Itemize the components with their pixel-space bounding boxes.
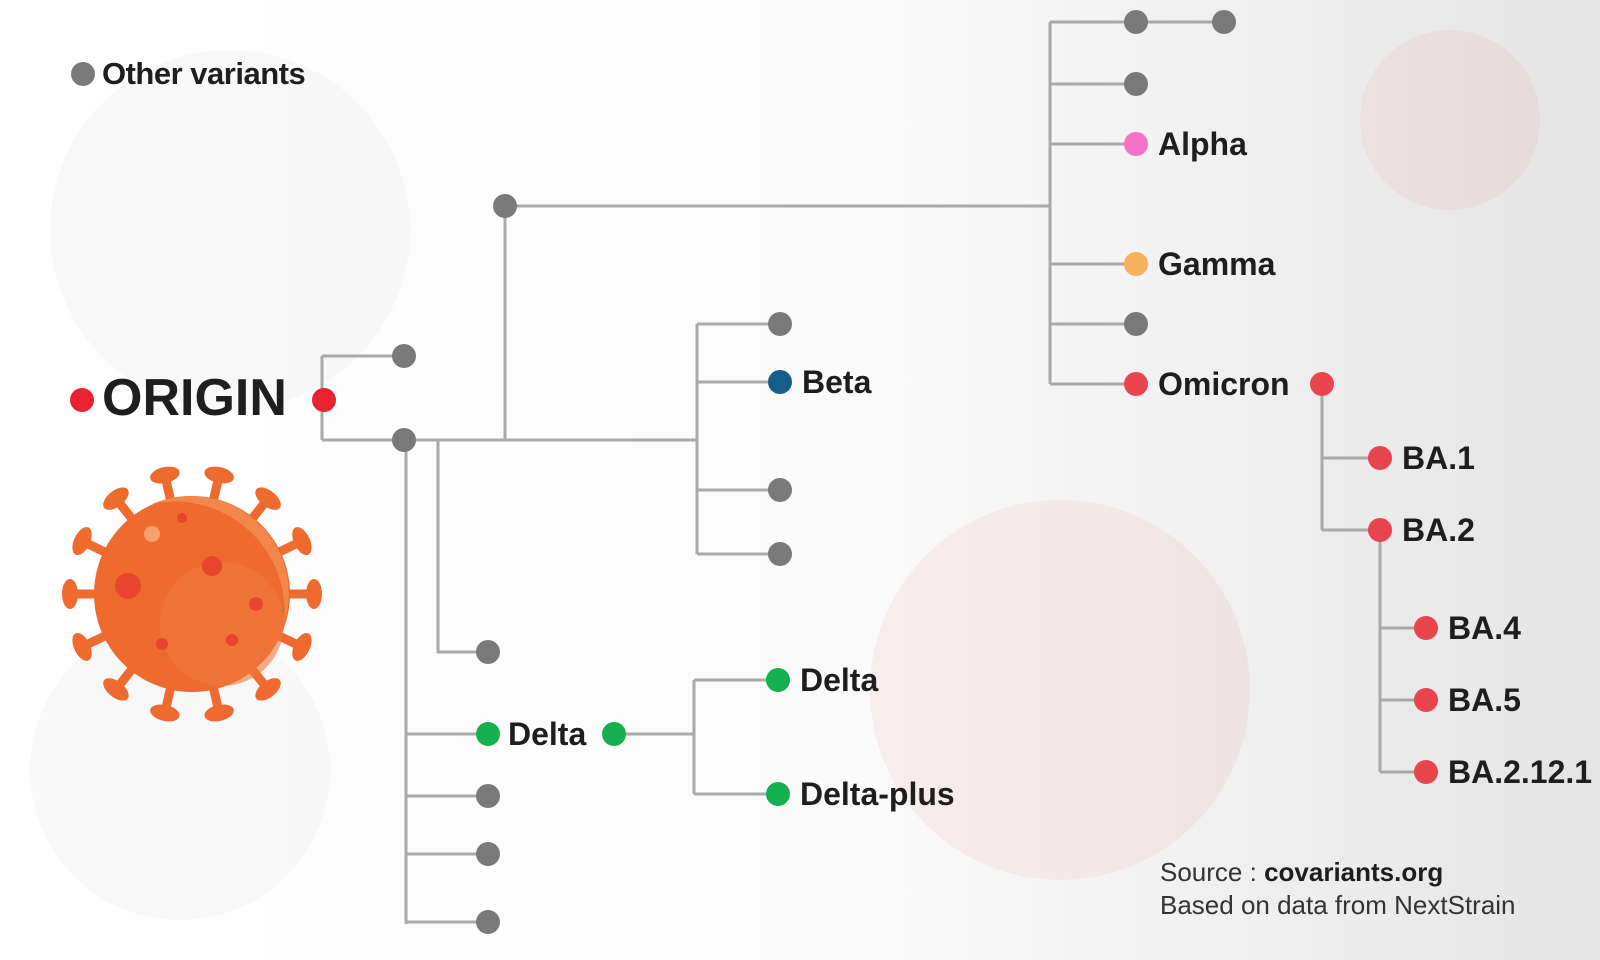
background-virus-watermark xyxy=(870,30,1540,880)
ba2-node xyxy=(1368,518,1392,542)
source-line-1: Source : covariants.org xyxy=(1160,856,1516,889)
source-site: covariants.org xyxy=(1264,857,1444,887)
delta-node xyxy=(476,722,500,746)
virus-spike-tip xyxy=(204,466,234,484)
beta-label: Beta xyxy=(802,364,872,400)
other-variant-nodes xyxy=(392,10,1236,934)
virus-spike-tip xyxy=(103,678,129,701)
other-variant-node xyxy=(768,312,792,336)
background-virus-watermark-grey xyxy=(30,50,410,920)
delta-plus-label: Delta-plus xyxy=(800,776,955,812)
ba4-label: BA.4 xyxy=(1448,610,1521,646)
other-variant-node xyxy=(392,428,416,452)
origin-right-node xyxy=(312,388,336,412)
other-variant-node xyxy=(476,842,500,866)
other-variant-node xyxy=(1124,312,1148,336)
beta-node xyxy=(768,370,792,394)
delta-right-node xyxy=(602,722,626,746)
virus-spike-tip xyxy=(255,678,281,701)
ba1-node xyxy=(1368,446,1392,470)
virus-spike-tip xyxy=(292,527,312,556)
gamma-node xyxy=(1124,252,1148,276)
source-prefix: Source : xyxy=(1160,857,1265,887)
other-variant-node xyxy=(493,194,517,218)
virus-spike-tip xyxy=(103,487,129,510)
virus-spike-tip xyxy=(72,632,92,661)
other-variant-node xyxy=(392,344,416,368)
alpha-label: Alpha xyxy=(1158,126,1247,162)
origin-left-node xyxy=(70,388,94,412)
virus-spike-tip xyxy=(150,466,180,484)
delta-plus-node xyxy=(766,782,790,806)
virus-spike-tip xyxy=(255,487,281,510)
ba2-label: BA.2 xyxy=(1402,512,1475,548)
other-variant-node xyxy=(1124,10,1148,34)
delta-label: Delta xyxy=(508,716,587,752)
virus-spike-tip xyxy=(204,704,234,722)
delta-sub-label: Delta xyxy=(800,662,879,698)
alpha-node xyxy=(1124,132,1148,156)
omicron-right-node xyxy=(1310,372,1334,396)
omicron-node xyxy=(1124,372,1148,396)
origin-label: ORIGIN xyxy=(102,369,287,427)
delta-sub-node xyxy=(766,668,790,692)
other-variant-node xyxy=(1212,10,1236,34)
other-variant-node xyxy=(476,640,500,664)
ba2121-node xyxy=(1414,760,1438,784)
virus-spike-tip xyxy=(292,632,312,661)
virus-spike-tip xyxy=(61,579,78,609)
other-variant-node xyxy=(476,910,500,934)
ba5-label: BA.5 xyxy=(1448,682,1521,718)
other-variant-node xyxy=(768,542,792,566)
ba2121-label: BA.2.12.1 xyxy=(1448,754,1593,790)
ba4-node xyxy=(1414,616,1438,640)
named-variant-nodes xyxy=(70,132,1438,806)
virus-illustration xyxy=(61,466,322,722)
virus-spike-tip xyxy=(150,704,180,722)
omicron-label: Omicron xyxy=(1158,366,1290,402)
other-variant-node xyxy=(1124,72,1148,96)
gamma-label: Gamma xyxy=(1158,246,1276,282)
other-variant-node xyxy=(476,784,500,808)
source-note: Source : covariants.org Based on data fr… xyxy=(1160,856,1516,922)
legend-other-variants-label: Other variants xyxy=(102,56,306,91)
source-line-2: Based on data from NextStrain xyxy=(1160,890,1516,920)
ba1-label: BA.1 xyxy=(1402,440,1475,476)
virus-spike-tip xyxy=(306,579,322,609)
other-variant-node xyxy=(768,478,792,502)
virus-spike-tip xyxy=(72,527,92,556)
legend-other-variants-dot xyxy=(71,62,95,86)
ba5-node xyxy=(1414,688,1438,712)
